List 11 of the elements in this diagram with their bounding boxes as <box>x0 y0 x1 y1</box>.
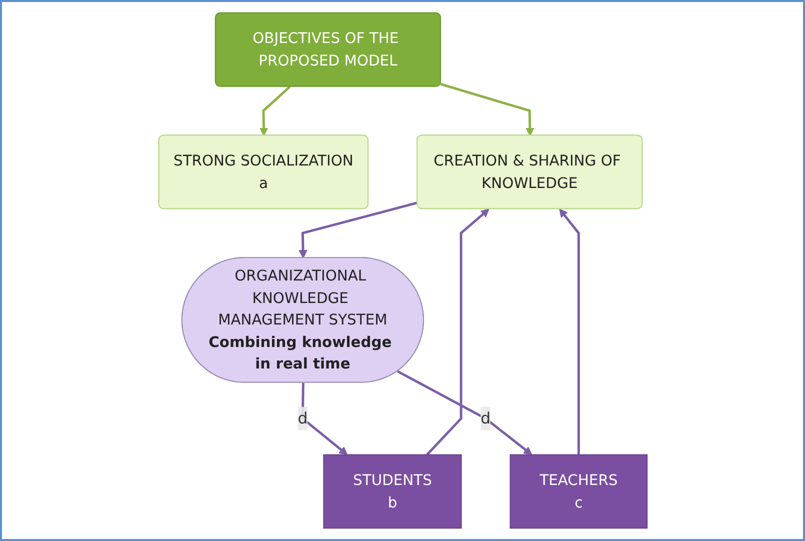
arrow <box>558 208 580 455</box>
arrow <box>396 370 532 456</box>
arrow <box>301 382 348 456</box>
arrow <box>259 86 290 136</box>
node-box: STUDENTS b <box>322 454 462 529</box>
arrow <box>298 202 418 258</box>
arrow <box>440 82 534 136</box>
node-box: TEACHERS c <box>509 454 648 529</box>
arrow <box>426 208 489 456</box>
edge-label: d <box>480 408 490 428</box>
edge-label: d <box>297 408 308 428</box>
